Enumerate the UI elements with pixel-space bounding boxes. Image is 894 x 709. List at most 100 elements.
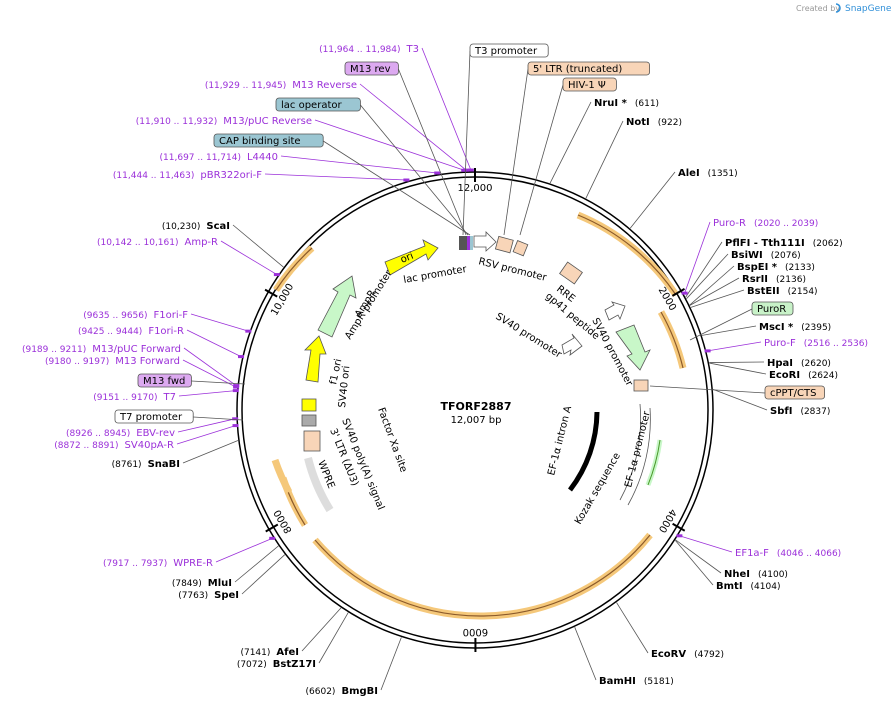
feature-label-ori: ori [399, 251, 415, 266]
enzyme-name: BamHI [599, 676, 636, 687]
enzyme-label: SbfI(2837) [770, 406, 830, 417]
enzyme-name: EcoRI [769, 370, 800, 381]
enzyme-label: (6602)BmgBI [306, 686, 378, 697]
feature-box-label: M13 fwd [143, 376, 185, 387]
enzyme-label: BspEI *(2133) [737, 262, 815, 273]
feature-label-kozak: Kozak sequence [573, 451, 623, 526]
ruler-tick-label: 12,000 [458, 183, 493, 194]
feature-ef1a-intron [568, 411, 600, 492]
feature-box [764, 385, 825, 400]
primer-marker [269, 536, 276, 540]
primer-name: F1ori-R [148, 326, 184, 337]
feature-rsv-arrow [473, 231, 497, 252]
enzyme-position: (5181) [644, 677, 674, 687]
enzyme-leader [585, 120, 624, 199]
feature-sv40-arrow-b [561, 333, 583, 356]
orf-arcs [271, 211, 687, 620]
enzyme-label: (7072)BstZ17I [237, 659, 316, 670]
feature-label-f1-ori: f1 ori [328, 358, 344, 386]
primer-position: (8872 .. 8891) [54, 441, 118, 451]
site-labels: NruI *(611)NotI(922)AleI(1351)PflFI - Tt… [22, 43, 868, 697]
primer-leader [176, 425, 236, 445]
enzyme-label: NheI(4100) [724, 569, 788, 580]
primer-label: (11,444 .. 11,463)pBR322ori-F [113, 170, 262, 181]
enzyme-leader [629, 171, 676, 229]
enzyme-name: NotI [626, 117, 650, 128]
ruler-tick [672, 522, 686, 532]
feature-box-label: PuroR [757, 304, 786, 315]
feature-ltr5-box [494, 235, 514, 254]
primer-name: Amp-R [185, 237, 219, 248]
feature-box [137, 373, 192, 388]
feature-box-label: lac operator [281, 100, 342, 111]
feature-cppt-box [633, 379, 649, 392]
enzyme-leader [685, 241, 723, 298]
enzyme-leader [712, 389, 768, 411]
feature-ef1a-green [645, 439, 663, 486]
feature-box-label: cPPT/CTS [770, 388, 816, 399]
primer-marker [245, 329, 252, 333]
enzyme-label: BmtI(4104) [716, 581, 780, 592]
feature-t3-cluster [459, 236, 473, 250]
primer-name: M13 Forward [115, 356, 180, 367]
enzyme-leader [709, 361, 765, 363]
feature-box [751, 301, 794, 316]
feature-box-label: HIV-1 Ψ [568, 80, 606, 91]
enzyme-name: AleI [678, 168, 700, 179]
primer-leader [215, 537, 273, 563]
primer-name: M13 Reverse [292, 80, 357, 91]
enzyme-name: EcoRV [651, 649, 686, 660]
ruler-tick-label: 6000 [463, 626, 488, 637]
feature-box-label: M13 rev [350, 64, 391, 75]
enzyme-label: (7849)MluI [172, 578, 232, 589]
primer-leader [684, 221, 711, 294]
feature-label-ef1a-intron: EF-1α intron A [546, 405, 574, 477]
primer-leader [264, 173, 407, 181]
enzyme-name: PflFI - Tth111I [725, 238, 805, 249]
primer-position: (4046 .. 4066) [777, 549, 841, 559]
enzyme-name: SpeI [214, 590, 239, 601]
primer-position: (11,964 .. 11,984) [319, 45, 400, 55]
feature-box-label: T3 promoter [474, 46, 538, 57]
primer-position: (2516 .. 2536) [804, 339, 868, 349]
enzyme-position: (10,230) [162, 222, 201, 232]
feature-box [114, 409, 194, 424]
primer-position: (10,142 .. 10,161) [97, 238, 178, 248]
enzyme-leader [234, 545, 279, 583]
enzyme-label: BamHI (5181) [599, 676, 674, 687]
feature-sv40-arrow-a [604, 301, 626, 321]
enzyme-name: NruI * [594, 98, 628, 109]
enzyme-position: (2136) [776, 275, 806, 285]
feature-box [469, 43, 549, 58]
feature-box [562, 77, 617, 92]
primer-label: (9189 .. 9211)M13/pUC Forward [22, 344, 181, 355]
feature-box [213, 133, 324, 148]
ruler-tick-label: 10,000 [269, 282, 296, 318]
enzyme-label: NotI(922) [626, 117, 682, 128]
enzyme-position: (2076) [771, 251, 801, 261]
feature-box-leader [503, 68, 529, 236]
enzyme-name: RsrII [742, 274, 768, 285]
primer-label: (10,142 .. 10,161) Amp-R [97, 237, 218, 248]
enzyme-leader [574, 627, 597, 681]
enzyme-leader [675, 540, 714, 586]
enzyme-leader [318, 612, 349, 664]
plasmid-name: TFORF2887 [441, 400, 512, 413]
primer-label: (8872 .. 8891)SV40pA-R [54, 440, 174, 451]
primer-position: (8926 .. 8945) [66, 429, 130, 439]
enzyme-leader [380, 637, 402, 691]
primer-leader [183, 347, 237, 386]
primer-name: WPRE-R [173, 558, 213, 569]
enzyme-name: BstEII [747, 286, 780, 297]
primer-label: (8926 .. 8945)EBV-rev [66, 428, 175, 439]
label-leaders [176, 47, 768, 691]
feature-box-leader [398, 68, 467, 236]
primer-marker [681, 291, 688, 295]
primer-label: (11,910 .. 11,932)M13/pUC Reverse [136, 116, 312, 127]
enzyme-position: (2154) [788, 287, 818, 297]
primer-name: Puro-F [764, 338, 796, 349]
enzyme-position: (4100) [758, 570, 788, 580]
primer-label: (11,964 .. 11,984)T3 [319, 44, 419, 55]
primer-name: Puro-R [713, 218, 746, 229]
